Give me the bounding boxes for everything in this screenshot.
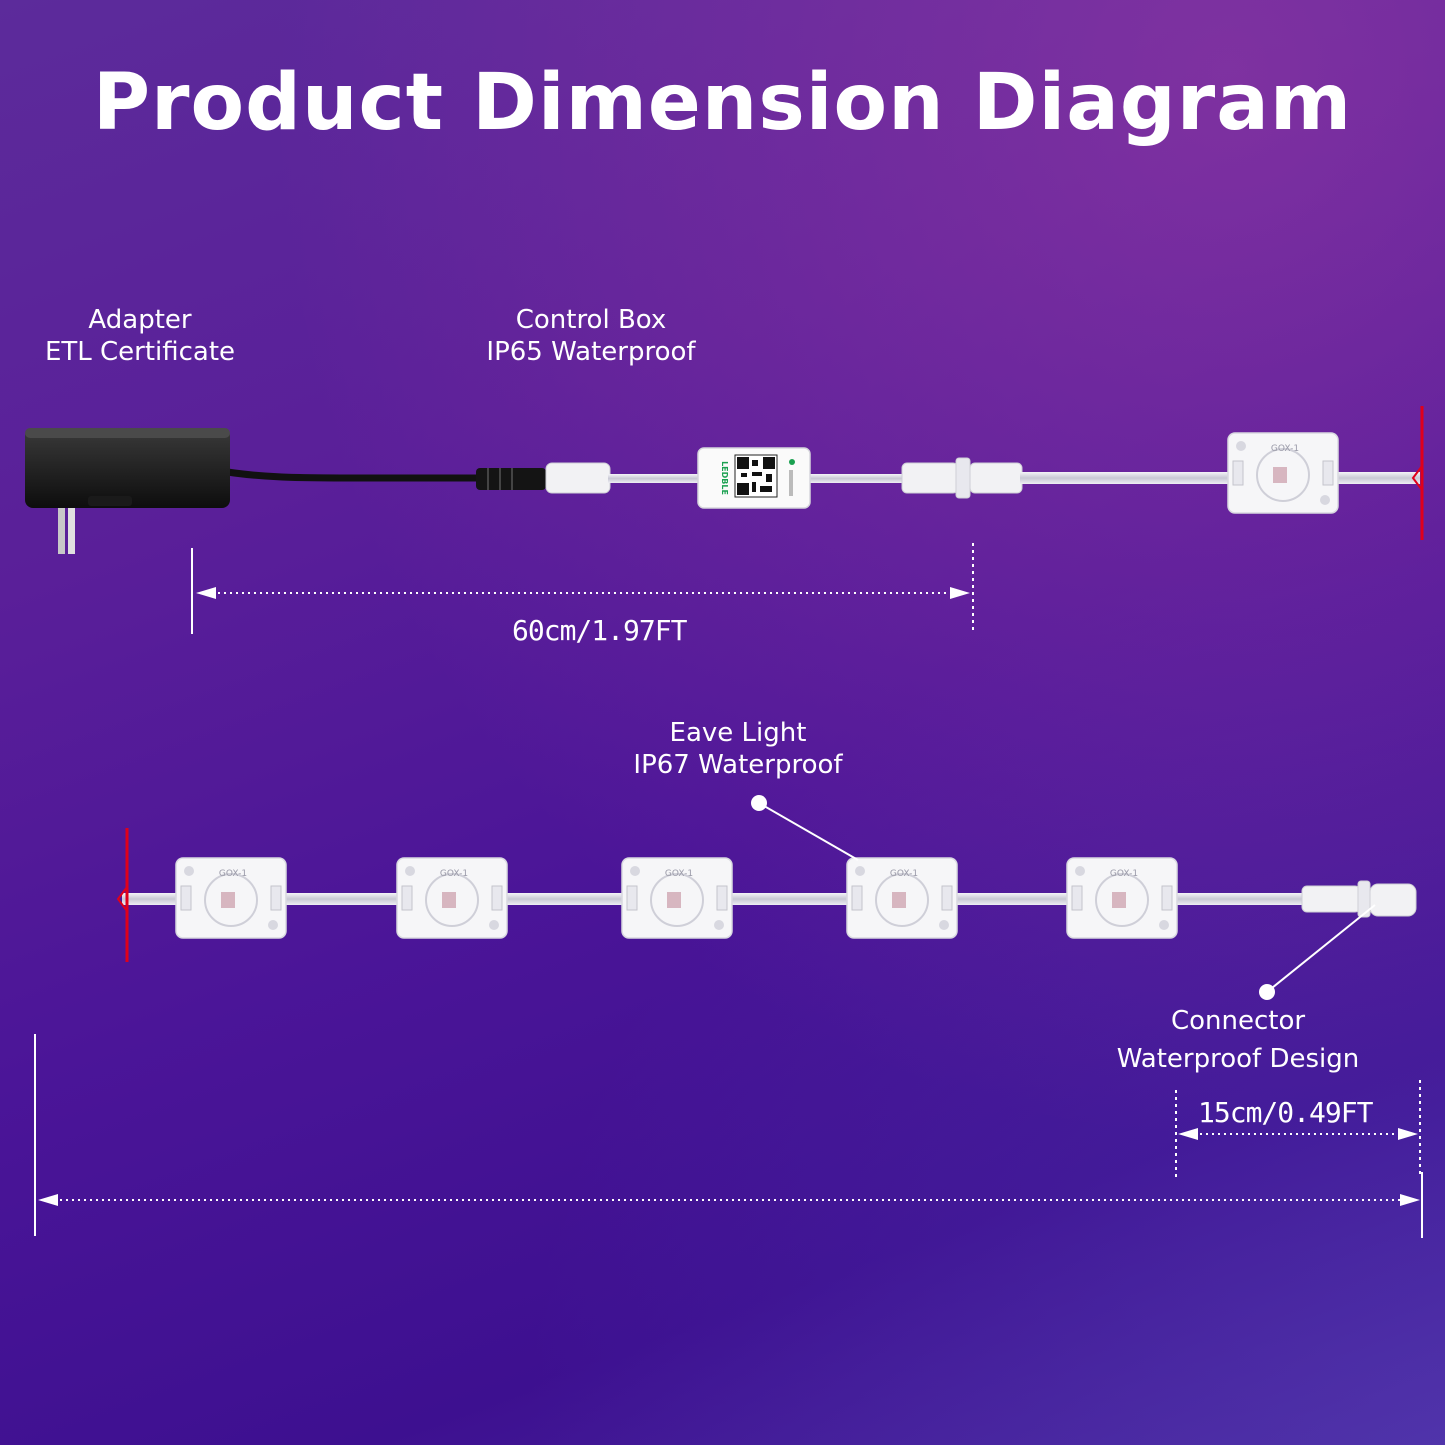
control-box-brand-text: LEDBLE [720,461,729,495]
connector-label: Connector Waterproof Design [1100,1002,1376,1078]
eave-light-label-line2: IP67 Waterproof [633,750,843,780]
connector-label-line1: Connector [1170,1006,1306,1036]
light-model-text: GOX-1 [1271,444,1299,454]
eave-light-callout [751,795,859,861]
eave-light-label-line1: Eave Light [669,718,807,748]
cable-length-dimension-line [191,543,974,634]
eave-light-label: Eave Light IP67 Waterproof [608,717,868,781]
white-cable-1 [608,474,700,483]
control-box-label-line2: IP65 Waterproof [486,337,696,367]
connector-callout [1259,904,1376,1000]
adapter-cord [214,466,480,482]
light-model-text: GOX-1 [219,869,247,879]
cable-length-dimension: 60cm/1.97FT [512,614,687,647]
white-cable-2 [808,474,904,483]
control-box-label-line1: Control Box [515,305,667,335]
adapter-label-line1: Adapter [88,305,192,335]
total-length-dimension-line [34,1034,1423,1238]
connector-length-dimension: 15cm/0.49FT [1198,1096,1373,1129]
qr-code-icon [734,454,778,498]
control-box-icon: LEDBLE [697,447,811,509]
strip-cable-top [1020,472,1420,484]
connector-length-dimension-line [1175,1080,1421,1178]
dc-plug-icon [476,462,611,494]
light-model-text: GOX-1 [890,869,918,879]
light-model-text: GOX-1 [440,869,468,879]
page-title: Product Dimension Diagram [92,58,1353,148]
light-model-text: GOX-1 [1110,869,1138,879]
connector-icon [1301,880,1417,918]
adapter-label-line2: ETL Certificate [44,337,236,367]
light-model-text: GOX-1 [665,869,693,879]
control-box-label: Control Box IP65 Waterproof [460,304,722,368]
power-adapter-icon [25,428,230,554]
connector-icon [901,457,1023,499]
connector-label-line2: Waterproof Design [1116,1044,1360,1074]
adapter-label: Adapter ETL Certificate [30,304,250,368]
